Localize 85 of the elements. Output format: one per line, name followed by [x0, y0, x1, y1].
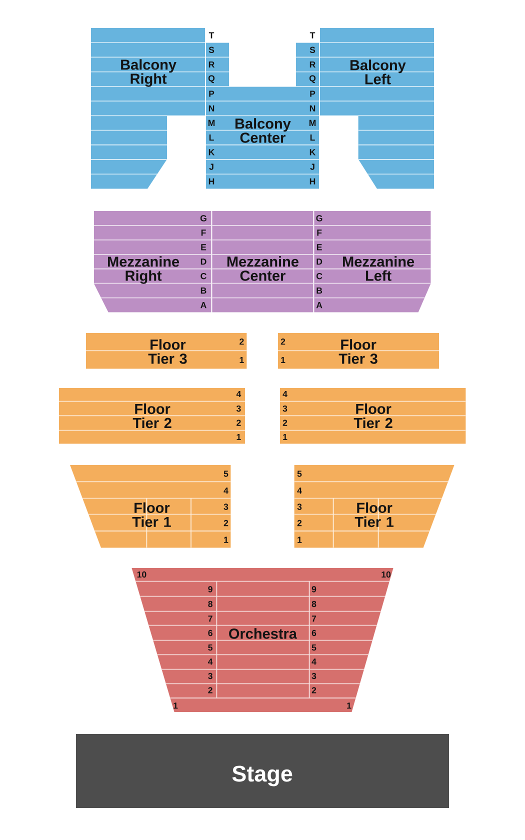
- row-label: 4: [224, 488, 228, 494]
- row-label: P: [310, 90, 316, 97]
- seating-section: Balcony Right: [91, 28, 205, 189]
- row-label: G: [200, 215, 206, 222]
- row-label: 2: [240, 338, 244, 345]
- row-label: D: [200, 258, 206, 265]
- row-label: L: [209, 134, 214, 141]
- row-label: M: [309, 120, 316, 126]
- row-label: E: [201, 244, 206, 250]
- row-label: 1: [224, 536, 228, 543]
- row-label: 8: [208, 600, 212, 608]
- seating-section: Balcony Left: [320, 28, 434, 189]
- row-label: C: [200, 273, 206, 280]
- row-label: 6: [208, 630, 212, 636]
- row-label: 3: [208, 672, 212, 680]
- row-label: 5: [297, 470, 302, 477]
- row-label: A: [316, 302, 322, 308]
- row-label: N: [208, 105, 214, 112]
- row-label: K: [208, 149, 215, 156]
- row-label: 2: [280, 338, 286, 345]
- row-label: R: [208, 62, 214, 68]
- row-label: H: [310, 178, 316, 184]
- row-label: 1: [240, 356, 244, 364]
- row-label: 1: [347, 702, 352, 709]
- row-label: 5: [208, 644, 212, 651]
- row-label: 4: [208, 658, 213, 665]
- row-label: 3: [224, 504, 228, 510]
- row-label: 2: [208, 687, 212, 694]
- row-label: 10: [137, 571, 146, 578]
- row-label: 6: [312, 630, 316, 636]
- row-label: 1: [281, 356, 286, 364]
- row-label: T: [310, 32, 316, 38]
- row-label: 3: [282, 405, 288, 412]
- row-label: S: [310, 46, 316, 54]
- row-label: K: [310, 149, 316, 156]
- row-label: 2: [224, 520, 228, 526]
- node-label: Mezzanine Left: [343, 256, 414, 281]
- row-label: 9: [312, 586, 316, 592]
- row-label: 2: [236, 420, 241, 426]
- row-label: 3: [312, 672, 316, 680]
- row-label: C: [316, 273, 322, 280]
- row-label: M: [208, 120, 215, 126]
- seating-section: Mezzanine Center: [212, 211, 314, 312]
- row-label: Q: [309, 75, 316, 84]
- row-label: 10: [382, 571, 391, 578]
- row-label: D: [316, 258, 322, 265]
- row-label: B: [316, 288, 322, 294]
- row-label: P: [209, 90, 214, 97]
- row-label: S: [208, 46, 214, 54]
- row-label: R: [310, 62, 316, 68]
- row-label: 2: [297, 520, 302, 526]
- row-label: 5: [224, 470, 228, 477]
- row-label: 4: [282, 390, 288, 398]
- row-label: L: [310, 134, 315, 141]
- row-label: 4: [312, 658, 316, 665]
- row-label: N: [310, 105, 316, 112]
- row-label: F: [201, 230, 206, 236]
- row-label: G: [316, 215, 322, 222]
- row-label: 9: [208, 586, 212, 592]
- row-label: 1: [298, 536, 302, 543]
- row-label: 1: [283, 434, 288, 440]
- row-label: A: [200, 302, 206, 308]
- row-label: J: [310, 164, 314, 170]
- row-label: 4: [297, 488, 302, 494]
- stage-block: Stage: [76, 734, 449, 808]
- row-label: 2: [282, 420, 288, 426]
- row-label: J: [209, 164, 214, 170]
- row-label: B: [200, 288, 206, 294]
- row-label: 1: [236, 434, 241, 440]
- row-label: Q: [208, 75, 215, 84]
- row-label: F: [317, 230, 322, 236]
- row-label: T: [208, 32, 214, 38]
- row-label: 5: [312, 644, 316, 651]
- row-label: 1: [174, 702, 178, 709]
- node-label: Mezzanine Center: [227, 256, 298, 281]
- row-label: 2: [312, 687, 316, 694]
- row-label: 4: [236, 390, 242, 398]
- node-label: Mezzanine Right: [108, 256, 180, 284]
- row-label: E: [316, 244, 322, 250]
- row-label: 3: [236, 405, 241, 412]
- row-label: 3: [297, 504, 302, 510]
- row-label: H: [208, 178, 214, 184]
- row-label: 8: [312, 600, 316, 608]
- row-label: 7: [312, 616, 316, 622]
- row-label: 7: [208, 616, 212, 622]
